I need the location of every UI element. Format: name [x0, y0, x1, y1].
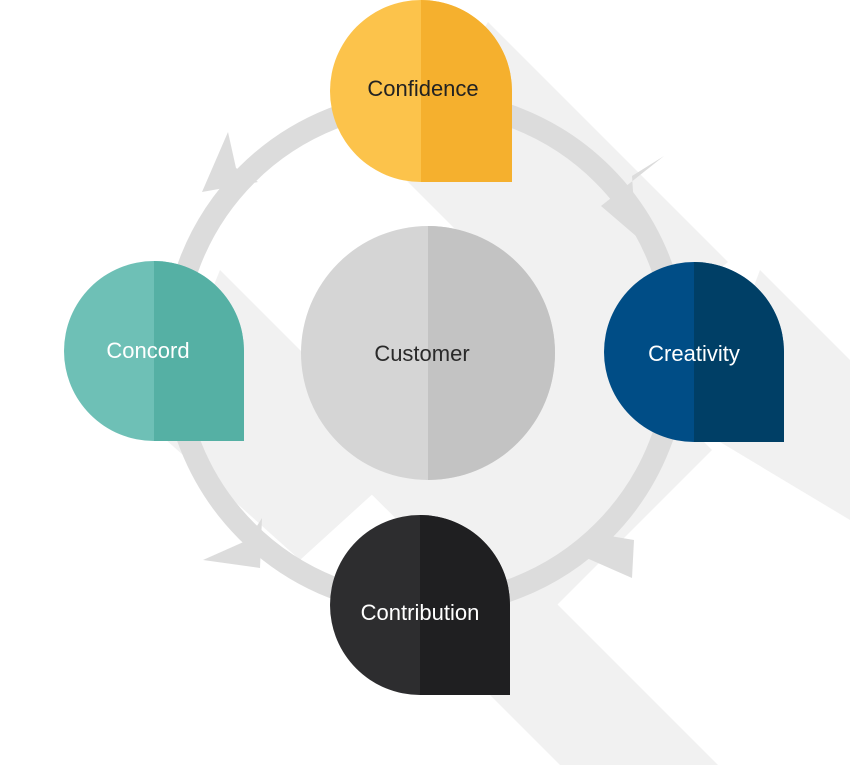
concord-label: Concord [106, 338, 189, 363]
arrowhead-bottom-left [203, 518, 262, 568]
creativity-label: Creativity [648, 341, 740, 366]
confidence-label: Confidence [367, 76, 478, 101]
node-concord: Concord [64, 261, 244, 441]
arrowhead-top-right [601, 156, 664, 236]
concord-teardrop-shade [154, 261, 244, 441]
arrowhead-top-left [202, 132, 258, 192]
contribution-teardrop-shade [420, 515, 510, 695]
creativity-teardrop-shade [694, 262, 784, 442]
center-node: Customer [301, 226, 555, 480]
node-contribution: Contribution [330, 515, 510, 695]
contribution-label: Contribution [361, 600, 480, 625]
confidence-teardrop-shade [421, 0, 512, 182]
node-confidence: Confidence [330, 0, 512, 182]
center-circle-shade [428, 226, 555, 480]
center-label: Customer [374, 341, 469, 366]
node-creativity: Creativity [604, 262, 784, 442]
arrowhead-bottom-right [582, 535, 634, 578]
